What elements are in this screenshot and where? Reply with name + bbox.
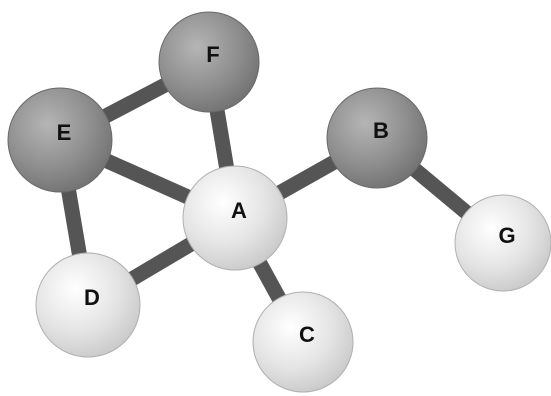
- atom-g-label: G: [498, 223, 515, 248]
- atom-e-sphere: [7, 87, 113, 193]
- atom-a: A: [182, 165, 288, 271]
- atom-c-sphere: [252, 291, 354, 393]
- atom-b: B: [326, 87, 428, 189]
- atom-g-sphere: [454, 194, 551, 292]
- atom-g: G: [454, 194, 551, 292]
- atom-c-label: C: [299, 322, 315, 347]
- atom-a-sphere: [182, 165, 288, 271]
- atom-f-label: F: [206, 42, 219, 67]
- atom-f-sphere: [158, 11, 260, 113]
- atom-e-label: E: [57, 120, 72, 145]
- atom-c: C: [252, 291, 354, 393]
- atoms-layer: A B C D E F G: [7, 11, 551, 393]
- atom-a-label: A: [231, 198, 247, 223]
- atom-e: E: [7, 87, 113, 193]
- atom-b-label: B: [373, 118, 389, 143]
- atom-d: D: [35, 252, 141, 358]
- atom-b-sphere: [326, 87, 428, 189]
- atom-d-sphere: [35, 252, 141, 358]
- atom-f: F: [158, 11, 260, 113]
- atom-d-label: D: [84, 285, 100, 310]
